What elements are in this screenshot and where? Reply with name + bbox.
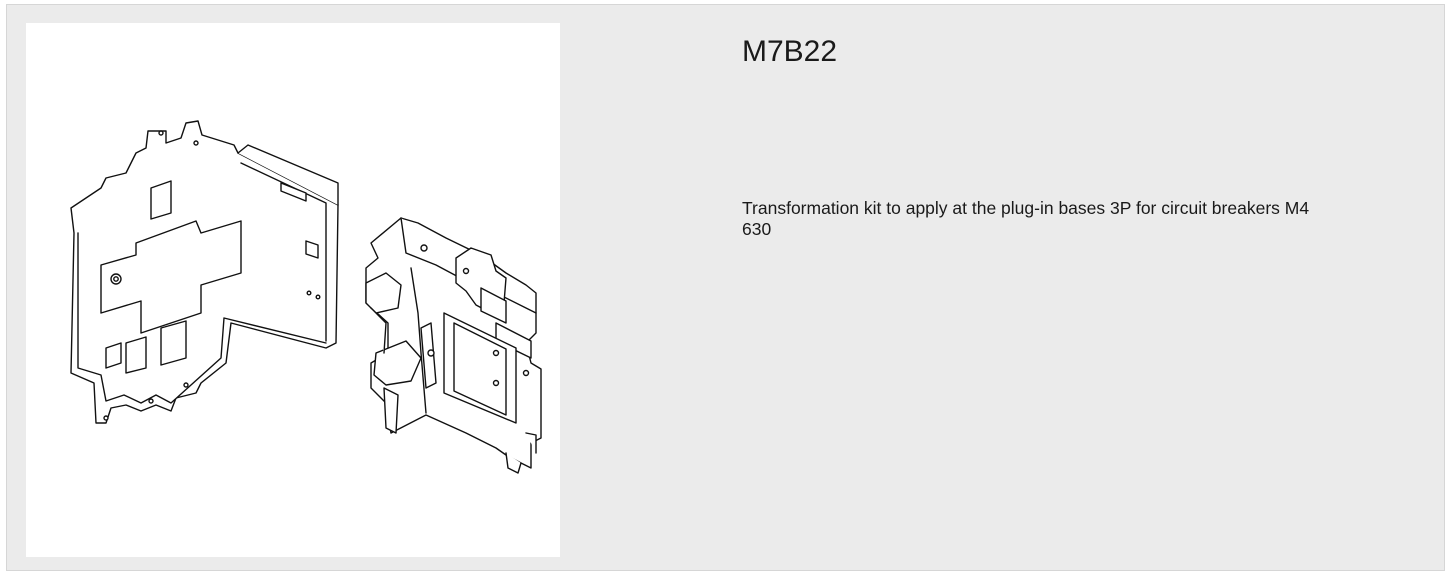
product-code: M7B22 <box>742 35 838 68</box>
product-card: M7B22 Transformation kit to apply at the… <box>6 4 1445 571</box>
product-image <box>26 23 560 557</box>
product-description: Transformation kit to apply at the plug-… <box>742 198 1310 239</box>
transformation-kit-illustration <box>70 120 542 474</box>
